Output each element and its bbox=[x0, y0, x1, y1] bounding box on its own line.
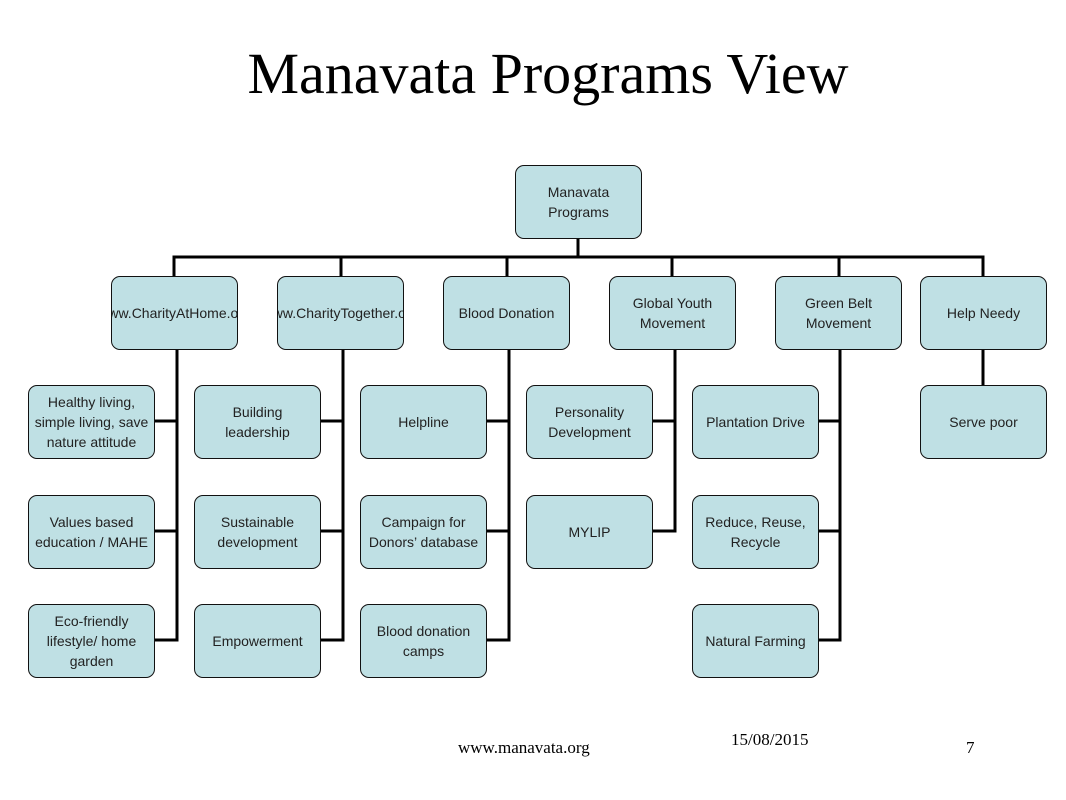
branch-node-blood-donation: Blood Donation bbox=[443, 276, 570, 350]
child-node-blood-donation-camps: Blood donation camps bbox=[360, 604, 487, 678]
branch-node-green-belt-movement: Green Belt Movement bbox=[775, 276, 902, 350]
child-node-values-based-education: Values based education / MAHE bbox=[28, 495, 155, 569]
footer-url: www.manavata.org bbox=[458, 738, 590, 757]
child-node-campaign-for-donors: Campaign for Donors’ database bbox=[360, 495, 487, 569]
child-node-eco-friendly-lifestyle: Eco-friendly lifestyle/ home garden bbox=[28, 604, 155, 678]
branch-node-charitytogether: www.CharityTogether.org bbox=[277, 276, 404, 350]
child-node-reduce-reuse-recycle: Reduce, Reuse, Recycle bbox=[692, 495, 819, 569]
branch-node-charityathome: www.CharityAtHome.org bbox=[111, 276, 238, 350]
child-node-mylip: MYLIP bbox=[526, 495, 653, 569]
child-node-healthy-living: Healthy living, simple living, save natu… bbox=[28, 385, 155, 459]
root-node-manavata-programs: Manavata Programs bbox=[515, 165, 642, 239]
child-node-sustainable-development: Sustainable development bbox=[194, 495, 321, 569]
child-node-personality-development: Personality Development bbox=[526, 385, 653, 459]
child-node-plantation-drive: Plantation Drive bbox=[692, 385, 819, 459]
child-node-serve-poor: Serve poor bbox=[920, 385, 1047, 459]
child-node-building-leadership: Building leadership bbox=[194, 385, 321, 459]
branch-node-help-needy: Help Needy bbox=[920, 276, 1047, 350]
child-node-empowerment: Empowerment bbox=[194, 604, 321, 678]
footer-date: 15/08/2015 bbox=[731, 730, 809, 749]
child-node-natural-farming: Natural Farming bbox=[692, 604, 819, 678]
branch-node-global-youth-movement: Global Youth Movement bbox=[609, 276, 736, 350]
slide-title: Manavata Programs View bbox=[247, 41, 849, 106]
child-node-helpline: Helpline bbox=[360, 385, 487, 459]
footer-page-number: 7 bbox=[966, 738, 975, 757]
